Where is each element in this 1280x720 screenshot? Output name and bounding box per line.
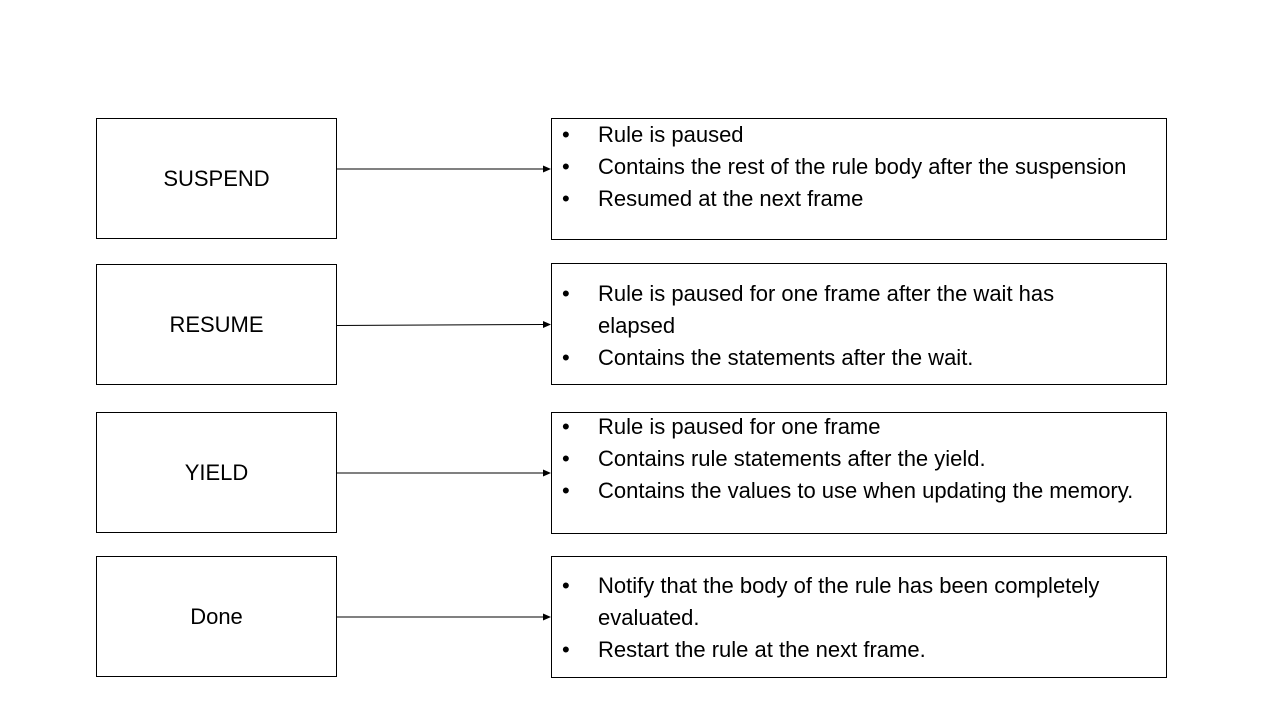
bullet-text: Contains rule statements after the yield…	[598, 446, 986, 471]
state-box-resume: RESUME	[96, 264, 337, 385]
bullet-icon: •	[562, 154, 570, 179]
bullet-item: • Contains the rest of the rule body afte…	[552, 151, 1166, 183]
bullet-text: Contains the rest of the rule body after…	[598, 154, 1127, 179]
state-box-yield: YIELD	[96, 412, 337, 533]
state-box-done: Done	[96, 556, 337, 677]
bullet-list-suspend: • Rule is paused • Contains the rest of th…	[552, 119, 1166, 215]
bullet-icon: •	[562, 414, 570, 439]
bullet-text: Resumed at the next frame	[598, 186, 864, 211]
bullet-item: • Resumed at the next frame	[552, 183, 1166, 215]
bullet-list-resume: • Rule is paused for one frame after the …	[552, 278, 1166, 374]
bullet-text: Rule is paused for one frame	[598, 414, 881, 439]
bullet-list-done: • Notify that the body of the rule has be…	[552, 570, 1166, 666]
description-box-done: • Notify that the body of the rule has be…	[551, 556, 1167, 678]
arrow-done	[337, 613, 551, 621]
bullet-icon: •	[562, 446, 570, 471]
bullet-text: Notify that the body of the rule has bee…	[598, 573, 1100, 630]
bullet-icon: •	[562, 573, 570, 598]
bullet-text: Restart the rule at the next frame.	[598, 637, 926, 662]
arrow-resume	[336, 321, 551, 328]
description-box-suspend: • Rule is paused • Contains the rest of th…	[551, 118, 1167, 240]
bullet-text: Contains the statements after the wait.	[598, 345, 974, 370]
bullet-item: • Contains the statements after the wait.	[552, 342, 1166, 374]
bullet-icon: •	[562, 281, 570, 306]
bullet-icon: •	[562, 186, 570, 211]
state-label-yield: YIELD	[184, 459, 249, 485]
bullet-item: • Rule is paused for one frame after the …	[552, 278, 1166, 342]
bullet-item: • Rule is paused for one frame	[552, 413, 1166, 443]
bullet-item: • Notify that the body of the rule has be…	[552, 570, 1166, 634]
state-box-suspend: SUSPEND	[96, 118, 337, 239]
bullet-item: • Contains the values to use when updatin…	[552, 475, 1166, 507]
bullet-list-yield: • Rule is paused for one frame • Contains …	[552, 413, 1166, 507]
state-label-suspend: SUSPEND	[163, 165, 270, 191]
bullet-text: Rule is paused for one frame after the w…	[598, 281, 1055, 338]
bullet-icon: •	[562, 122, 570, 147]
arrow-yield	[337, 469, 551, 477]
bullet-item: • Contains rule statements after the yiel…	[552, 443, 1166, 475]
bullet-item: • Rule is paused	[552, 119, 1166, 151]
description-box-yield: • Rule is paused for one frame • Contains …	[551, 412, 1167, 534]
bullet-text: Contains the values to use when updating…	[598, 478, 1134, 503]
bullet-item: • Restart the rule at the next frame.	[552, 634, 1166, 666]
bullet-icon: •	[562, 637, 570, 662]
arrow-suspend	[337, 165, 551, 173]
description-box-resume: • Rule is paused for one frame after the …	[551, 263, 1167, 385]
state-label-resume: RESUME	[169, 311, 264, 337]
state-label-done: Done	[190, 603, 243, 629]
bullet-text: Rule is paused	[598, 122, 744, 147]
bullet-icon: •	[562, 478, 570, 503]
bullet-icon: •	[562, 345, 570, 370]
